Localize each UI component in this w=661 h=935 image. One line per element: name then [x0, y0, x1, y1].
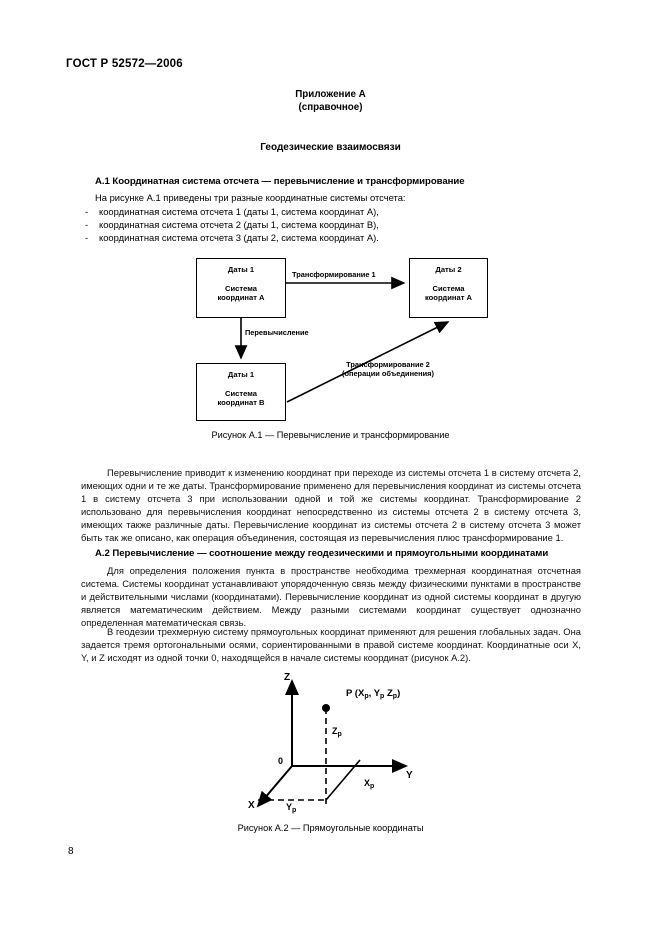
- component-label-zp: Zp: [332, 726, 342, 738]
- box-datum1-cs-a: Даты 1 Система координат А: [196, 258, 286, 318]
- box-cs-line2: координат А: [217, 293, 265, 302]
- dash-marker: -: [85, 232, 89, 243]
- figure-a1-diagram: Даты 1 Система координат А Даты 2 Систем…: [190, 250, 490, 421]
- a1-intro-text: На рисунке А.1 приведены три разные коор…: [95, 192, 406, 203]
- figure-a1-connectors: [234, 276, 450, 403]
- box-datum-label: Даты 2: [435, 265, 462, 274]
- box-cs-line1: Система: [225, 283, 257, 293]
- list-item: -координатная система отсчета 3 (даты 2,…: [85, 231, 379, 244]
- edge-label-transform1: Трансформирование 1: [292, 270, 376, 279]
- edge-label-transform2-line1: Трансформирование 2: [346, 360, 430, 369]
- figure-a2-caption: Рисунок А.2 — Прямоугольные координаты: [237, 823, 424, 833]
- heading-a1: А.1 Координатная система отсчета — перев…: [95, 176, 465, 187]
- box-datum1-cs-b: Даты 1 Система координат В: [196, 363, 286, 421]
- list-item-label: координатная система отсчета 2 (даты 1, …: [99, 219, 379, 230]
- axis-label-z: Z: [284, 672, 290, 683]
- edge-label-transform2: Трансформирование 2 (операции объединени…: [342, 360, 434, 378]
- appendix-label: Приложение А: [295, 89, 366, 100]
- dash-marker: -: [85, 219, 89, 230]
- list-item: -координатная система отсчета 1 (даты 1,…: [85, 205, 379, 218]
- edge-label-transform2-line2: (операции объединения): [342, 369, 434, 378]
- origin-label: 0: [278, 756, 283, 766]
- page-title: Геодезические взаимосвязи: [260, 142, 401, 153]
- point-p-label: P (Xp, Yp Zp): [346, 688, 400, 700]
- appendix-block: Приложение А (справочное): [0, 88, 661, 114]
- standard-header: ГОСТ Р 52572—2006: [66, 58, 183, 70]
- list-item-label: координатная система отсчета 1 (даты 1, …: [99, 206, 379, 217]
- a1-bullet-list: -координатная система отсчета 1 (даты 1,…: [85, 205, 379, 244]
- appendix-kind: (справочное): [298, 102, 363, 113]
- box-datum-label: Даты 1: [227, 265, 255, 274]
- a2-paragraph-2: В геодезии трехмерную систему прямоуголь…: [81, 626, 581, 664]
- edge-label-recompute: Перевычисление: [245, 328, 309, 337]
- dash-marker: -: [85, 206, 89, 217]
- figure-a1-caption: Рисунок А.1 — Перевычисление и трансформ…: [211, 430, 450, 440]
- a1-body-paragraph: Перевычисление приводит к изменению коор…: [81, 467, 581, 544]
- heading-a2: А.2 Перевычисление — соотношение между г…: [95, 548, 549, 559]
- figure-a2-diagram: Z Y X 0 P (Xp, Yp Zp) Zp Xp Yp: [248, 668, 448, 814]
- box-datum-label: Даты 1: [227, 370, 255, 379]
- axis-label-x: X: [248, 800, 255, 811]
- component-label-xp: Xp: [364, 778, 374, 790]
- figure-a2-axes: Z Y X 0 P (Xp, Yp Zp) Zp Xp Yp: [248, 672, 413, 814]
- a2-paragraph-1: Для определения положения пункта в прост…: [81, 565, 581, 629]
- box-cs-line1: Система: [432, 283, 465, 293]
- list-item-label: координатная система отсчета 3 (даты 2, …: [99, 232, 379, 243]
- axis-label-y: Y: [406, 770, 413, 781]
- box-datum2-cs-a: Даты 2 Система координат А: [409, 258, 488, 318]
- box-cs-line2: координат В: [217, 398, 265, 407]
- list-item: -координатная система отсчета 2 (даты 1,…: [85, 218, 379, 231]
- box-cs-line1: Система: [225, 388, 257, 398]
- box-cs-line2: координат А: [424, 293, 473, 302]
- page-number: 8: [68, 846, 74, 857]
- component-label-yp: Yp: [286, 802, 296, 814]
